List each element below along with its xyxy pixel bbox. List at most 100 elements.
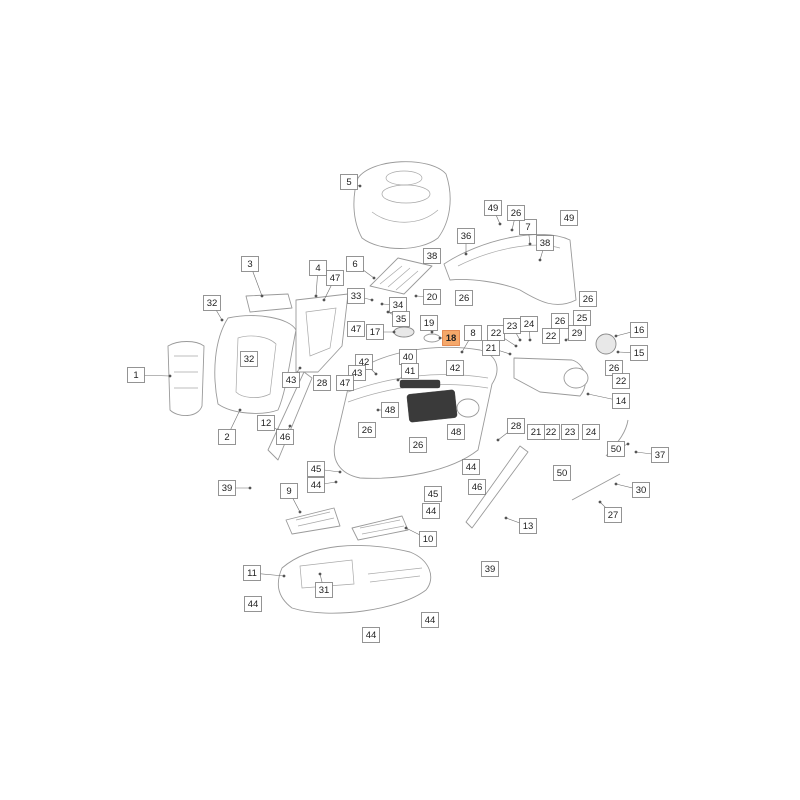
callout-number: 45 bbox=[428, 489, 439, 500]
callout-45[interactable]: 45 bbox=[424, 486, 442, 502]
leader-end-2 bbox=[238, 408, 242, 412]
callout-38[interactable]: 38 bbox=[423, 248, 441, 264]
callout-34[interactable]: 34 bbox=[389, 297, 407, 313]
callout-23[interactable]: 23 bbox=[503, 318, 521, 334]
callout-49[interactable]: 49 bbox=[484, 200, 502, 216]
callout-number: 5 bbox=[346, 177, 351, 188]
callout-26[interactable]: 26 bbox=[579, 291, 597, 307]
callout-22[interactable]: 22 bbox=[612, 373, 630, 389]
callout-25[interactable]: 25 bbox=[573, 310, 591, 326]
callout-49[interactable]: 49 bbox=[560, 210, 578, 226]
callout-26[interactable]: 26 bbox=[409, 437, 427, 453]
callout-13[interactable]: 13 bbox=[519, 518, 537, 534]
callout-number: 11 bbox=[247, 568, 257, 579]
callout-26[interactable]: 26 bbox=[455, 290, 473, 306]
callout-22[interactable]: 22 bbox=[542, 424, 560, 440]
callout-26[interactable]: 26 bbox=[507, 205, 525, 221]
callout-4[interactable]: 4 bbox=[309, 260, 327, 276]
callout-33[interactable]: 33 bbox=[347, 288, 365, 304]
callout-number: 33 bbox=[351, 291, 362, 302]
callout-48[interactable]: 48 bbox=[381, 402, 399, 418]
callout-number: 25 bbox=[577, 313, 588, 324]
callout-2[interactable]: 2 bbox=[218, 429, 236, 445]
callout-number: 13 bbox=[523, 521, 534, 532]
callout-number: 22 bbox=[546, 331, 557, 342]
callout-21[interactable]: 21 bbox=[482, 340, 500, 356]
callout-44[interactable]: 44 bbox=[421, 612, 439, 628]
callout-40[interactable]: 40 bbox=[399, 349, 417, 365]
callout-47[interactable]: 47 bbox=[347, 321, 365, 337]
callout-10[interactable]: 10 bbox=[419, 531, 437, 547]
callout-26[interactable]: 26 bbox=[551, 313, 569, 329]
callout-3[interactable]: 3 bbox=[241, 256, 259, 272]
callout-19[interactable]: 19 bbox=[420, 315, 438, 331]
callout-box bbox=[401, 363, 419, 379]
callout-11[interactable]: 11 bbox=[243, 565, 261, 581]
callout-31[interactable]: 31 bbox=[315, 582, 333, 598]
callout-29[interactable]: 29 bbox=[568, 325, 586, 341]
callout-26[interactable]: 26 bbox=[358, 422, 376, 438]
callout-24[interactable]: 24 bbox=[520, 316, 538, 332]
leader-end-20 bbox=[414, 294, 418, 298]
callout-46[interactable]: 46 bbox=[276, 429, 294, 445]
callout-number: 26 bbox=[555, 316, 566, 327]
callout-45[interactable]: 45 bbox=[307, 461, 325, 477]
callout-30[interactable]: 30 bbox=[632, 482, 650, 498]
callout-12[interactable]: 12 bbox=[257, 415, 275, 431]
callout-50[interactable]: 50 bbox=[607, 441, 625, 457]
callout-15[interactable]: 15 bbox=[630, 345, 648, 361]
callout-41[interactable]: 41 bbox=[401, 363, 419, 379]
callout-42[interactable]: 42 bbox=[446, 360, 464, 376]
callout-39[interactable]: 39 bbox=[218, 480, 236, 496]
callout-35[interactable]: 35 bbox=[392, 311, 410, 327]
leader-end-42 bbox=[374, 372, 378, 376]
leader-end-3 bbox=[260, 294, 264, 298]
callout-9[interactable]: 9 bbox=[280, 483, 298, 499]
callout-44[interactable]: 44 bbox=[362, 627, 380, 643]
callout-39[interactable]: 39 bbox=[481, 561, 499, 577]
callout-8[interactable]: 8 bbox=[464, 325, 482, 341]
callout-1[interactable]: 1 bbox=[127, 367, 145, 383]
callout-36[interactable]: 36 bbox=[457, 228, 475, 244]
callout-6[interactable]: 6 bbox=[346, 256, 364, 272]
callout-number: 44 bbox=[426, 506, 437, 517]
callout-44[interactable]: 44 bbox=[422, 503, 440, 519]
callout-48[interactable]: 48 bbox=[447, 424, 465, 440]
callout-37[interactable]: 37 bbox=[651, 447, 669, 463]
callout-17[interactable]: 17 bbox=[366, 324, 384, 340]
callout-number: 26 bbox=[362, 425, 373, 436]
callout-22[interactable]: 22 bbox=[487, 325, 505, 341]
callout-21[interactable]: 21 bbox=[527, 424, 545, 440]
callout-28[interactable]: 28 bbox=[313, 375, 331, 391]
callout-box bbox=[604, 507, 622, 523]
callout-32[interactable]: 32 bbox=[240, 351, 258, 367]
callout-20[interactable]: 20 bbox=[423, 289, 441, 305]
callout-box bbox=[484, 200, 502, 216]
callout-box bbox=[630, 345, 648, 361]
callout-number: 3 bbox=[247, 259, 252, 270]
callout-14[interactable]: 14 bbox=[612, 393, 630, 409]
callout-50[interactable]: 50 bbox=[553, 465, 571, 481]
callout-44[interactable]: 44 bbox=[244, 596, 262, 612]
callout-box bbox=[421, 612, 439, 628]
callout-28[interactable]: 28 bbox=[507, 418, 525, 434]
callout-46[interactable]: 46 bbox=[468, 479, 486, 495]
callout-43[interactable]: 43 bbox=[282, 372, 300, 388]
callout-16[interactable]: 16 bbox=[630, 322, 648, 338]
callout-23[interactable]: 23 bbox=[561, 424, 579, 440]
leader-end-27 bbox=[598, 500, 602, 504]
callout-18[interactable]: 18 bbox=[442, 330, 460, 346]
callout-44[interactable]: 44 bbox=[462, 459, 480, 475]
callout-7[interactable]: 7 bbox=[519, 219, 537, 235]
callout-24[interactable]: 24 bbox=[582, 424, 600, 440]
callout-47[interactable]: 47 bbox=[336, 375, 354, 391]
callout-38[interactable]: 38 bbox=[536, 235, 554, 251]
callout-44[interactable]: 44 bbox=[307, 477, 325, 493]
callout-27[interactable]: 27 bbox=[604, 507, 622, 523]
callout-22[interactable]: 22 bbox=[542, 328, 560, 344]
callout-47[interactable]: 47 bbox=[326, 270, 344, 286]
callout-32[interactable]: 32 bbox=[203, 295, 221, 311]
callout-box bbox=[282, 372, 300, 388]
callout-box bbox=[551, 313, 569, 329]
callout-5[interactable]: 5 bbox=[340, 174, 358, 190]
